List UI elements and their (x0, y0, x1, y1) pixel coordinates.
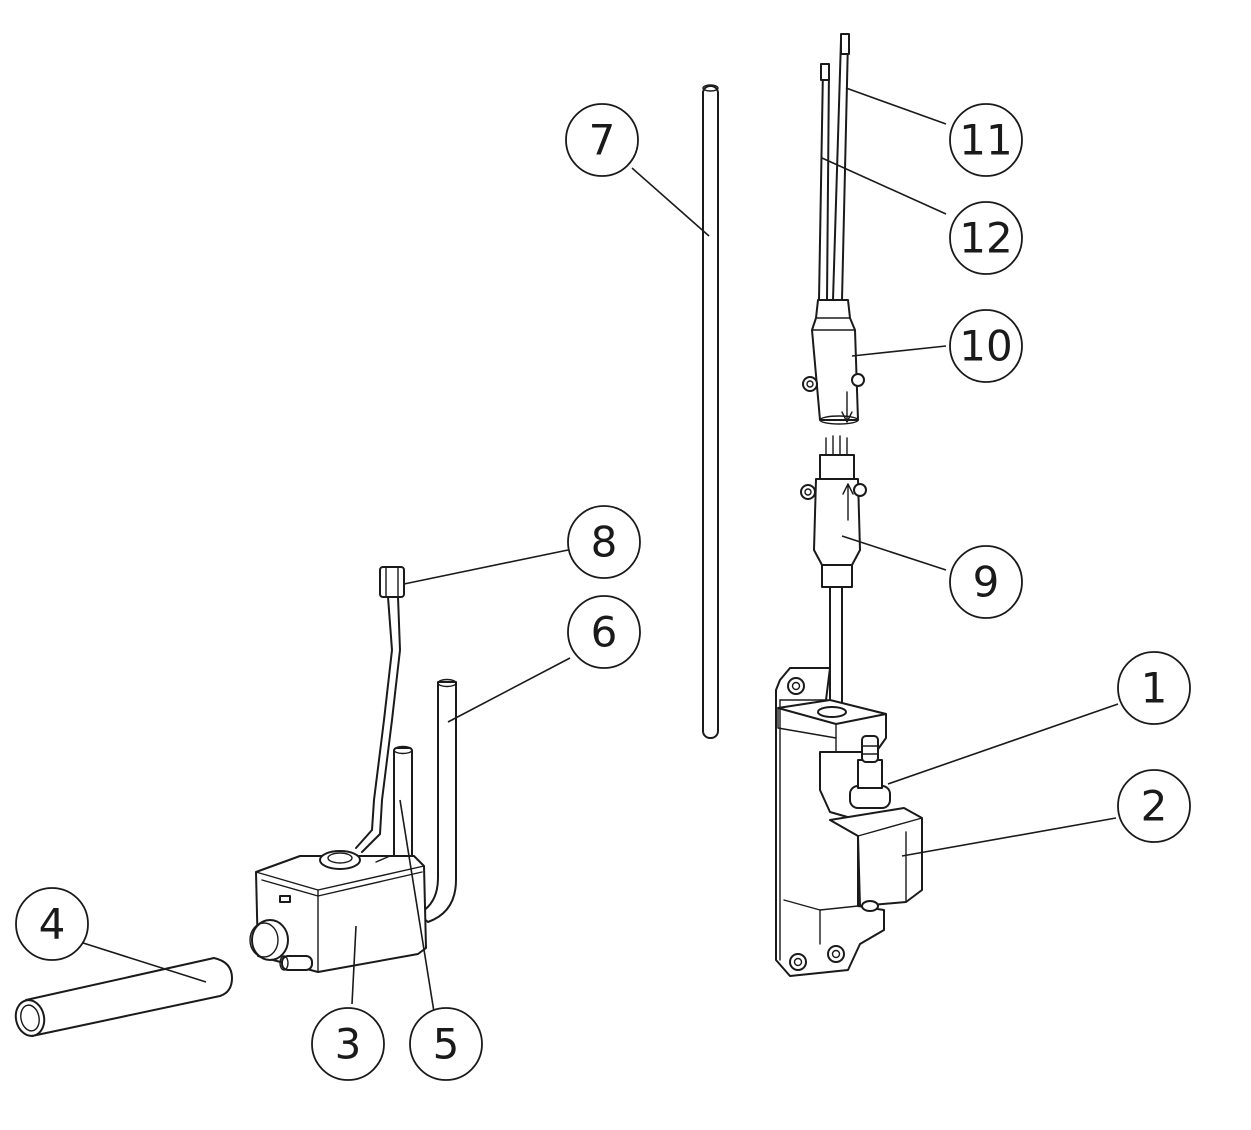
callout-5: 5 (409, 1007, 483, 1081)
part-10-upper-connector (802, 299, 865, 425)
callout-6: 6 (567, 595, 641, 669)
part-11-12-wires (818, 33, 850, 301)
callout-label: 2 (1141, 782, 1168, 831)
callout-label: 1 (1141, 664, 1168, 713)
callout-label: 11 (959, 116, 1012, 165)
callout-12: 12 (949, 201, 1023, 275)
callout-2: 2 (1117, 769, 1191, 843)
callout-11: 11 (949, 103, 1023, 177)
callout-8: 8 (567, 505, 641, 579)
part-4-hose (14, 957, 233, 1037)
callout-label: 3 (335, 1020, 362, 1069)
part-1-2-bracket-pump (775, 667, 923, 977)
callout-9: 9 (949, 545, 1023, 619)
part-3-reservoir (249, 850, 427, 973)
part-9-lower-connector (800, 435, 867, 711)
leader-lines (79, 87, 1119, 1013)
callout-label: 5 (433, 1020, 460, 1069)
callout-label: 6 (591, 608, 618, 657)
callout-label: 8 (591, 518, 618, 567)
callout-3: 3 (311, 1007, 385, 1081)
callout-label: 9 (973, 558, 1000, 607)
callout-label: 4 (39, 900, 66, 949)
callout-label: 12 (959, 214, 1012, 263)
part-5-short-tube (393, 745, 413, 871)
callout-4: 4 (15, 887, 89, 961)
callout-1: 1 (1117, 651, 1191, 725)
callout-label: 10 (959, 322, 1012, 371)
callout-10: 10 (949, 309, 1023, 383)
part-8-plug-cable (355, 566, 405, 853)
callout-7: 7 (565, 103, 639, 177)
part-6-l-tube (417, 678, 457, 923)
callout-label: 7 (589, 116, 616, 165)
part-7-vertical-tube (702, 84, 719, 739)
